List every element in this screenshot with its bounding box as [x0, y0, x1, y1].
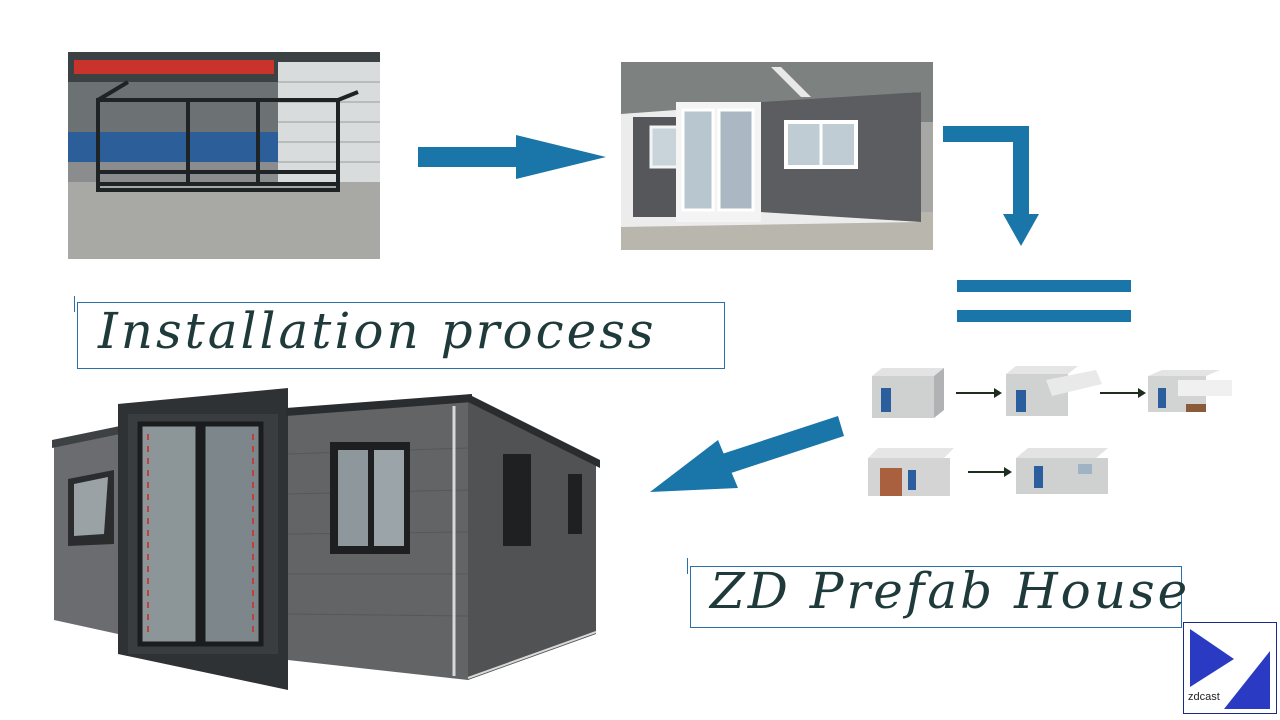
arrow-right-icon [418, 135, 606, 179]
zdcast-logo: zdcast [1183, 622, 1277, 714]
equals-icon [957, 280, 1131, 322]
arrow-down-left-icon [650, 416, 844, 492]
product-corner-mark [687, 558, 688, 574]
logo-label: zdcast [1188, 691, 1220, 703]
product-title: ZD Prefab House [710, 562, 1191, 620]
steel-frame-photo [68, 52, 380, 259]
finished-prefab-house-photo [48, 384, 600, 690]
heading-corner-mark [74, 296, 75, 312]
arrow-down-icon [943, 126, 1039, 246]
product-frame [690, 566, 1182, 628]
page-title: Installation process [98, 302, 657, 360]
zdcast-logo-mark [1190, 629, 1270, 709]
expanding-house-photo [621, 62, 933, 250]
expansion-steps-diagram [856, 340, 1240, 530]
heading-frame [77, 302, 725, 369]
